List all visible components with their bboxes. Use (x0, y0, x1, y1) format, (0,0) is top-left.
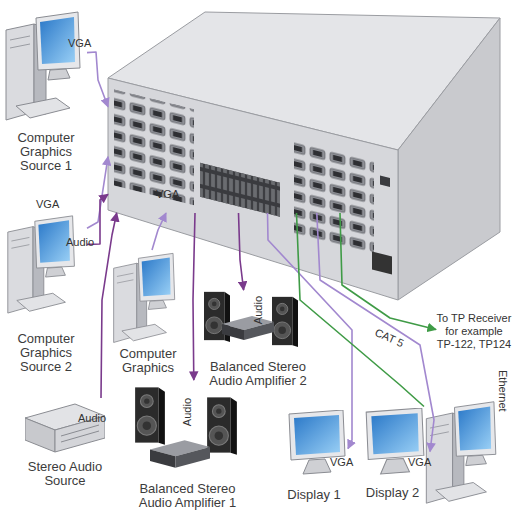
cable (193, 213, 195, 380)
signal-label: VGA (36, 198, 59, 210)
device-caption: Balanced Stereo Audio Amplifier 2 (198, 360, 318, 388)
terminal-block (200, 163, 280, 217)
switcher-side (398, 18, 500, 300)
computer-icon (426, 402, 495, 503)
signal-label: Audio (66, 236, 94, 248)
display-monitor: Display 1 (280, 405, 348, 502)
speaker-icon (135, 387, 165, 444)
vga-connectors (114, 89, 194, 205)
matrix-switcher (108, 88, 398, 213)
cable (297, 213, 425, 407)
signal-label: Audio (181, 398, 193, 426)
cable (268, 213, 353, 449)
audio-deck-icon (25, 404, 105, 452)
device-caption: To TP Receiver for example TP-122, TP124 (436, 312, 512, 351)
terminal-pins (200, 163, 280, 217)
control-computer (424, 395, 510, 510)
cable (101, 213, 117, 398)
device-caption: Display 1 (287, 488, 340, 502)
speaker-icon (272, 297, 298, 347)
device-caption: Stereo Audio Source (20, 460, 110, 488)
cable (87, 157, 108, 228)
signal-label: VGA (156, 188, 179, 200)
computer-icon (8, 216, 75, 313)
signal-label: VGA (408, 456, 431, 468)
rj45-port (380, 175, 390, 186)
cable (87, 52, 108, 107)
computer-icon (6, 12, 80, 120)
audio-source: Stereo Audio Source (20, 398, 110, 488)
signal-label: Audio (252, 296, 264, 324)
device-caption: Balanced Stereo Audio Amplifier 1 (125, 482, 250, 510)
power-socket (372, 251, 392, 274)
signal-label: Ethernet (497, 370, 509, 412)
signal-label: Audio (78, 412, 106, 424)
amplifier-icon (150, 440, 210, 468)
tp-receiver-note: To TP Receiver for example TP-122, TP124 (436, 312, 512, 362)
vga-connectors (294, 138, 374, 254)
device-caption: Computer Graphics Source 2 (5, 332, 87, 374)
device-caption: Display 2 (366, 486, 419, 500)
cable (317, 213, 434, 452)
source-computer: Computer Graphics (108, 250, 188, 375)
cable (340, 213, 436, 330)
connector-group (114, 89, 392, 274)
signal-label: VGA (68, 37, 91, 49)
computer-icon (114, 253, 175, 342)
amplifier-icon (222, 316, 274, 340)
device-caption: Computer Graphics Source 1 (5, 131, 87, 173)
device-caption: Computer Graphics (108, 347, 188, 375)
cable (239, 213, 244, 290)
signal-label: CAT 5 (373, 326, 405, 349)
display-monitor: Display 2 (355, 403, 430, 500)
signal-label: VGA (330, 456, 353, 468)
cable (152, 213, 166, 250)
speaker-icon (207, 397, 237, 454)
source-computer: Computer Graphics Source 1 (5, 8, 87, 173)
